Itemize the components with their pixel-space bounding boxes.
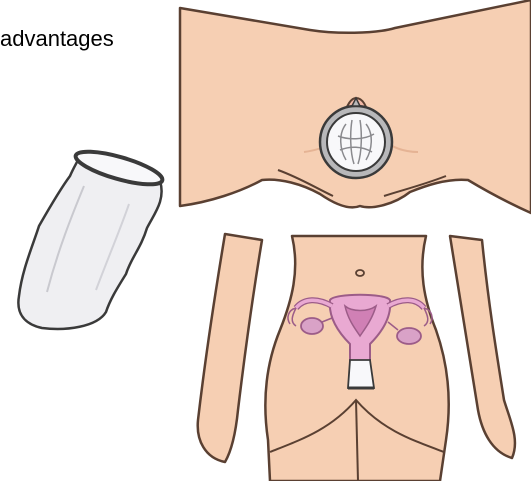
female-condom-icon: [18, 145, 165, 329]
pelvis-insertion-icon: [180, 0, 531, 213]
torso-uterus-icon: [198, 234, 515, 481]
